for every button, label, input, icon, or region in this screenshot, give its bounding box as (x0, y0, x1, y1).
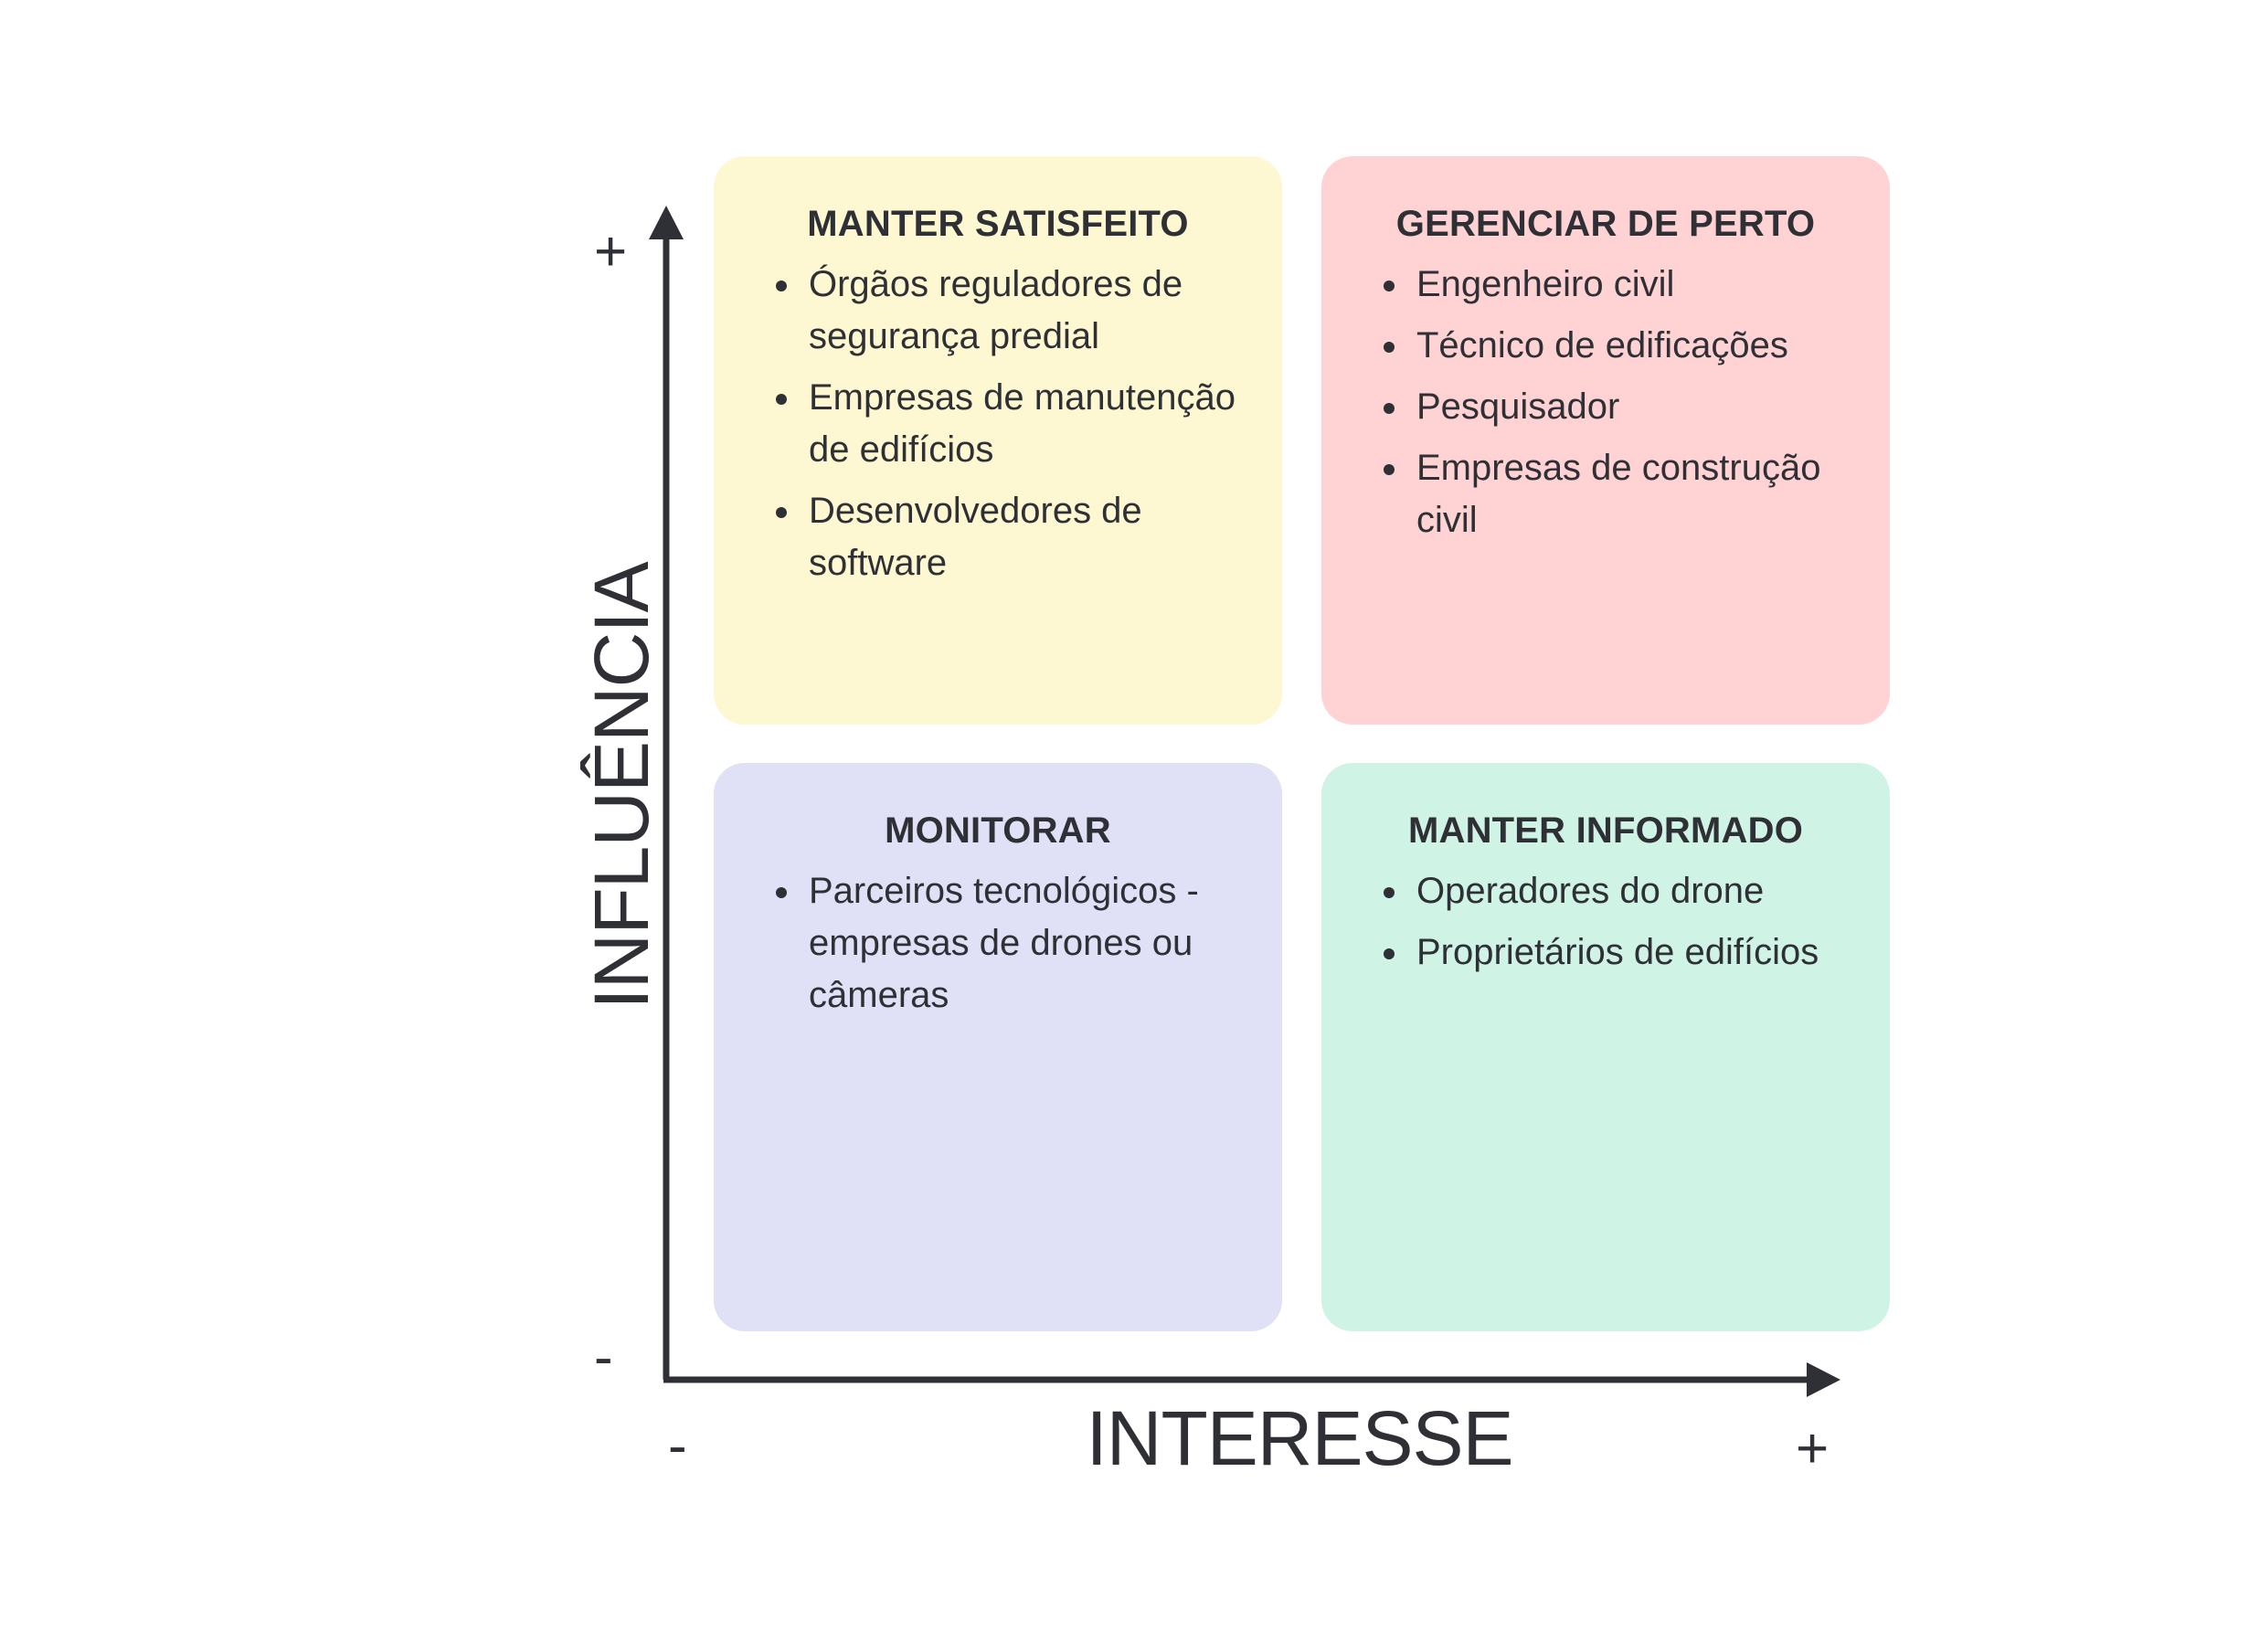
y-axis-max-sign: + (594, 220, 628, 283)
quadrant-manter-informado: MANTER INFORMADO Operadores do drone Pro… (1321, 763, 1890, 1331)
stakeholder-list: Parceiros tecnológicos - empresas de dro… (776, 865, 1246, 1031)
x-axis-min-sign: - (668, 1414, 687, 1477)
x-axis-arrowhead (1807, 1362, 1840, 1397)
y-axis-min-sign: - (594, 1326, 613, 1389)
quadrant-title: MANTER SATISFEITO (807, 204, 1189, 244)
list-item: Empresas de manutenção de edifícios (776, 372, 1246, 476)
list-item: Técnico de edificações (1384, 320, 1853, 372)
y-axis-arrowhead (649, 206, 684, 239)
list-item: Desenvolvedores de software (776, 485, 1246, 589)
list-item: Pesquisador (1384, 381, 1853, 433)
x-axis-max-sign: + (1796, 1417, 1829, 1480)
list-item: Parceiros tecnológicos - empresas de dro… (776, 865, 1246, 1022)
list-item: Empresas de construção civil (1384, 442, 1853, 546)
list-item: Engenheiro civil (1384, 259, 1853, 311)
quadrant-title: GERENCIAR DE PERTO (1395, 204, 1816, 244)
quadrant-title: MONITORAR (885, 810, 1111, 851)
x-axis-label: INTERESSE (1086, 1395, 1513, 1481)
list-item: Órgãos reguladores de segurança predial (776, 259, 1246, 363)
list-item: Operadores do drone (1384, 865, 1853, 917)
stakeholder-list: Engenheiro civil Técnico de edificações … (1384, 259, 1853, 556)
list-item: Proprietários de edifícios (1384, 927, 1853, 979)
quadrant-monitorar: MONITORAR Parceiros tecnológicos - empre… (714, 763, 1282, 1331)
stakeholder-list: Operadores do drone Proprietários de edi… (1384, 865, 1853, 988)
quadrant-gerenciar-de-perto: GERENCIAR DE PERTO Engenheiro civil Técn… (1321, 156, 1890, 725)
stakeholder-list: Órgãos reguladores de segurança predial … (776, 259, 1246, 598)
quadrant-manter-satisfeito: MANTER SATISFEITO Órgãos reguladores de … (714, 156, 1282, 725)
quadrant-title: MANTER INFORMADO (1407, 810, 1804, 851)
y-axis-label: INFLUÊNCIA (578, 562, 664, 1010)
